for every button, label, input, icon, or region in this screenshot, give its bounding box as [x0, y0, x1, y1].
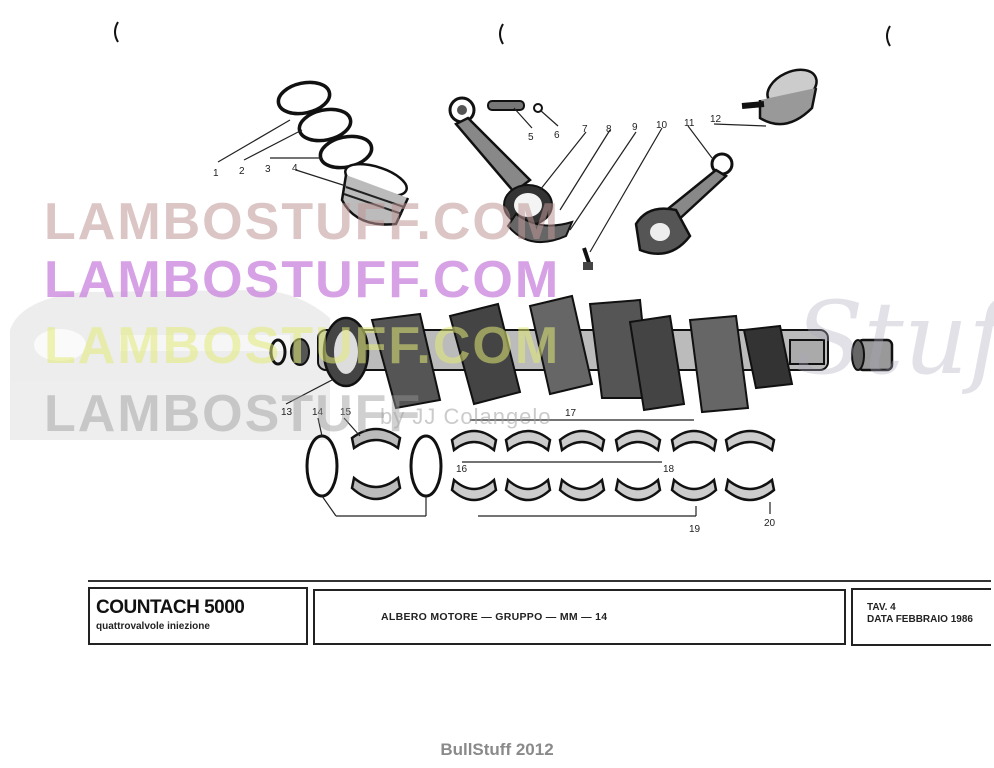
callout-4: 4	[292, 163, 298, 174]
watermark-site-3: LAMBOSTUFF.COM	[44, 317, 561, 375]
car-silhouette-watermark	[10, 290, 330, 440]
punch-mark-center	[499, 23, 504, 45]
callout-7: 7	[582, 124, 588, 135]
callout-16: 16	[456, 464, 468, 475]
leader-lines	[217, 107, 771, 517]
footer-credit: BullStuff 2012	[440, 740, 554, 759]
crank-seal	[269, 338, 310, 366]
main-bearing-shells-upper	[450, 429, 776, 453]
callout-20: 20	[764, 518, 776, 529]
main-bearing-shells-lower	[450, 477, 776, 502]
timing-gear	[851, 338, 894, 372]
title-block-group: ALBERO MOTORE — GRUPPO — MM — 14	[313, 589, 846, 645]
callout-5: 5	[528, 132, 534, 143]
callout-9: 9	[632, 122, 638, 133]
callout-18: 18	[663, 464, 675, 475]
crankshaft	[317, 294, 829, 414]
watermark-credit: by JJ Colangelo	[380, 404, 552, 429]
punch-mark-left	[114, 21, 119, 43]
callout-6: 6	[554, 130, 560, 141]
callout-12: 12	[710, 114, 722, 125]
callout-19: 19	[689, 524, 701, 535]
title-block-plate: TAV. 4 DATA FEBBRAIO 1986	[851, 588, 991, 646]
thrust-bearing-shells	[350, 427, 402, 501]
watermark-site-4: LAMBOSTUFF	[44, 385, 423, 443]
callout-15: 15	[340, 407, 352, 418]
connecting-rod-left	[448, 96, 574, 243]
watermark-site-1: LAMBOSTUFF.COM	[44, 193, 561, 251]
callout-3: 3	[265, 164, 271, 175]
plate-date: DATA FEBBRAIO 1986	[867, 614, 973, 625]
watermark-site-2: LAMBOSTUFF.COM	[44, 251, 561, 309]
model-subtitle: quattrovalvole iniezione	[96, 621, 210, 632]
callout-10: 10	[656, 120, 668, 131]
callout-8: 8	[606, 124, 612, 135]
callout-numbers: 1 2 3 4 5 6 7 8 9 10 11 12 13 14 15 16 1…	[213, 114, 776, 535]
callout-17: 17	[565, 408, 577, 419]
model-name: COUNTACH 5000	[96, 597, 245, 618]
piston-left	[340, 162, 410, 226]
piston-right	[741, 68, 818, 126]
watermark-script: Stuff	[795, 280, 994, 397]
connecting-rod-right	[634, 152, 734, 255]
callout-1: 1	[213, 168, 219, 179]
rod-bolt	[582, 247, 593, 270]
callout-11: 11	[684, 118, 695, 129]
plate-number: TAV. 4	[867, 602, 896, 613]
title-block-rule	[88, 580, 991, 582]
title-block-model: COUNTACH 5000 quattrovalvole iniezione	[88, 587, 308, 645]
callout-14: 14	[312, 407, 324, 418]
pin-clip	[533, 103, 543, 113]
callout-2: 2	[239, 166, 245, 177]
callout-13: 13	[281, 407, 293, 418]
group-description: ALBERO MOTORE — GRUPPO — MM — 14	[381, 611, 608, 623]
punch-mark-right	[886, 25, 891, 47]
wrist-pin	[487, 100, 525, 111]
